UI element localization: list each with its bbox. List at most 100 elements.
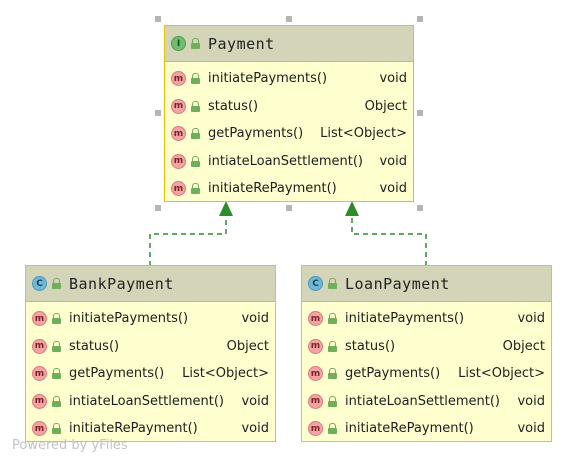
method-row[interactable]: m status() Object — [26, 333, 275, 361]
lock-icon — [52, 368, 61, 380]
lock-icon — [191, 100, 200, 112]
method-list: m initiatePayments() void m status() Obj… — [26, 302, 275, 443]
method-name: intiateLoanSettlement() — [208, 153, 363, 169]
method-name: intiateLoanSettlement() — [345, 393, 500, 409]
class-bankpayment[interactable]: C BankPayment m initiatePayments() void … — [25, 265, 276, 442]
method-return-type: void — [241, 311, 269, 327]
selection-handle-middle-left[interactable] — [155, 110, 161, 116]
method-name: intiateLoanSettlement() — [69, 393, 224, 409]
method-icon: m — [308, 393, 323, 409]
method-icon: m — [32, 393, 47, 409]
method-row[interactable]: m getPayments() List<Object> — [165, 120, 413, 148]
lock-icon — [328, 368, 337, 380]
class-loanpayment[interactable]: C LoanPayment m initiatePayments() void … — [301, 265, 552, 442]
method-name: status() — [208, 98, 259, 114]
method-icon: m — [32, 366, 47, 382]
lock-icon — [328, 313, 337, 325]
lock-icon — [328, 278, 337, 289]
method-icon: m — [308, 311, 323, 327]
method-return-type: void — [241, 393, 269, 409]
method-row[interactable]: m status() Object — [165, 93, 413, 121]
method-row[interactable]: m getPayments() List<Object> — [302, 360, 551, 388]
lock-icon — [328, 423, 337, 435]
method-icon: m — [171, 98, 186, 114]
method-icon: m — [32, 421, 47, 437]
lock-icon — [328, 395, 337, 407]
edge-loanpayment-payment — [351, 214, 427, 266]
lock-icon — [191, 38, 200, 49]
method-row[interactable]: m initiatePayments() void — [26, 305, 275, 333]
lock-icon — [191, 128, 200, 140]
interface-icon: I — [171, 36, 186, 51]
method-name: status() — [69, 338, 120, 354]
class-header-payment[interactable]: I Payment — [165, 26, 413, 62]
selection-handle-bottom-right[interactable] — [417, 205, 423, 211]
class-header-loanpayment[interactable]: C LoanPayment — [302, 266, 551, 302]
method-row[interactable]: m initiateRePayment() void — [302, 415, 551, 443]
lock-icon — [52, 340, 61, 352]
selection-handle-bottom-middle[interactable] — [286, 205, 292, 211]
method-return-type: Object — [502, 338, 545, 354]
method-return-type: List<Object> — [182, 366, 269, 382]
method-list: m initiatePayments() void m status() Obj… — [302, 302, 551, 443]
selection-handle-top-left[interactable] — [155, 16, 161, 22]
method-return-type: void — [517, 393, 545, 409]
method-return-type: List<Object> — [458, 366, 545, 382]
method-name: status() — [345, 338, 396, 354]
method-row[interactable]: m initiatePayments() void — [302, 305, 551, 333]
method-return-type: void — [517, 421, 545, 437]
lock-icon — [191, 155, 200, 167]
edge-bankpayment-payment — [149, 214, 227, 266]
method-return-type: void — [379, 153, 407, 169]
arrowhead-loanpayment-payment — [345, 201, 359, 216]
method-return-type: Object — [226, 338, 269, 354]
method-return-type: Object — [364, 98, 407, 114]
method-row[interactable]: m intiateLoanSettlement() void — [302, 388, 551, 416]
method-return-type: void — [379, 71, 407, 87]
method-row[interactable]: m getPayments() List<Object> — [26, 360, 275, 388]
selection-handle-middle-right[interactable] — [417, 110, 423, 116]
method-return-type: void — [379, 181, 407, 197]
method-icon: m — [171, 71, 186, 87]
watermark: Powered by yFiles — [12, 438, 128, 453]
lock-icon — [191, 183, 200, 195]
selection-handle-bottom-left[interactable] — [155, 205, 161, 211]
method-name: getPayments() — [208, 126, 304, 142]
method-return-type: void — [241, 421, 269, 437]
method-icon: m — [171, 153, 186, 169]
method-icon: m — [171, 126, 186, 142]
class-payment[interactable]: I Payment m initiatePayments() void m st… — [164, 25, 414, 202]
method-row[interactable]: m intiateLoanSettlement() void — [26, 388, 275, 416]
method-name: initiateRePayment() — [208, 181, 337, 197]
method-icon: m — [32, 338, 47, 354]
method-row[interactable]: m initiateRePayment() void — [26, 415, 275, 443]
method-name: initiatePayments() — [69, 311, 189, 327]
method-row[interactable]: m initiateRePayment() void — [165, 175, 413, 203]
class-name: BankPayment — [69, 274, 174, 293]
method-icon: m — [308, 338, 323, 354]
method-row[interactable]: m intiateLoanSettlement() void — [165, 148, 413, 176]
lock-icon — [52, 313, 61, 325]
method-name: getPayments() — [345, 366, 441, 382]
lock-icon — [52, 278, 61, 289]
method-return-type: void — [517, 311, 545, 327]
method-name: initiateRePayment() — [345, 421, 474, 437]
selection-handle-top-right[interactable] — [417, 16, 423, 22]
selection-handle-top-middle[interactable] — [286, 16, 292, 22]
method-row[interactable]: m status() Object — [302, 333, 551, 361]
method-return-type: List<Object> — [320, 126, 407, 142]
lock-icon — [328, 340, 337, 352]
method-name: initiatePayments() — [345, 311, 465, 327]
method-icon: m — [32, 311, 47, 327]
method-row[interactable]: m initiatePayments() void — [165, 65, 413, 93]
method-name: getPayments() — [69, 366, 165, 382]
class-header-bankpayment[interactable]: C BankPayment — [26, 266, 275, 302]
class-icon: C — [308, 276, 323, 291]
method-list: m initiatePayments() void m status() Obj… — [165, 62, 413, 203]
method-icon: m — [171, 181, 186, 197]
class-name: Payment — [208, 34, 275, 53]
class-icon: C — [32, 276, 47, 291]
method-icon: m — [308, 366, 323, 382]
method-name: initiateRePayment() — [69, 421, 198, 437]
